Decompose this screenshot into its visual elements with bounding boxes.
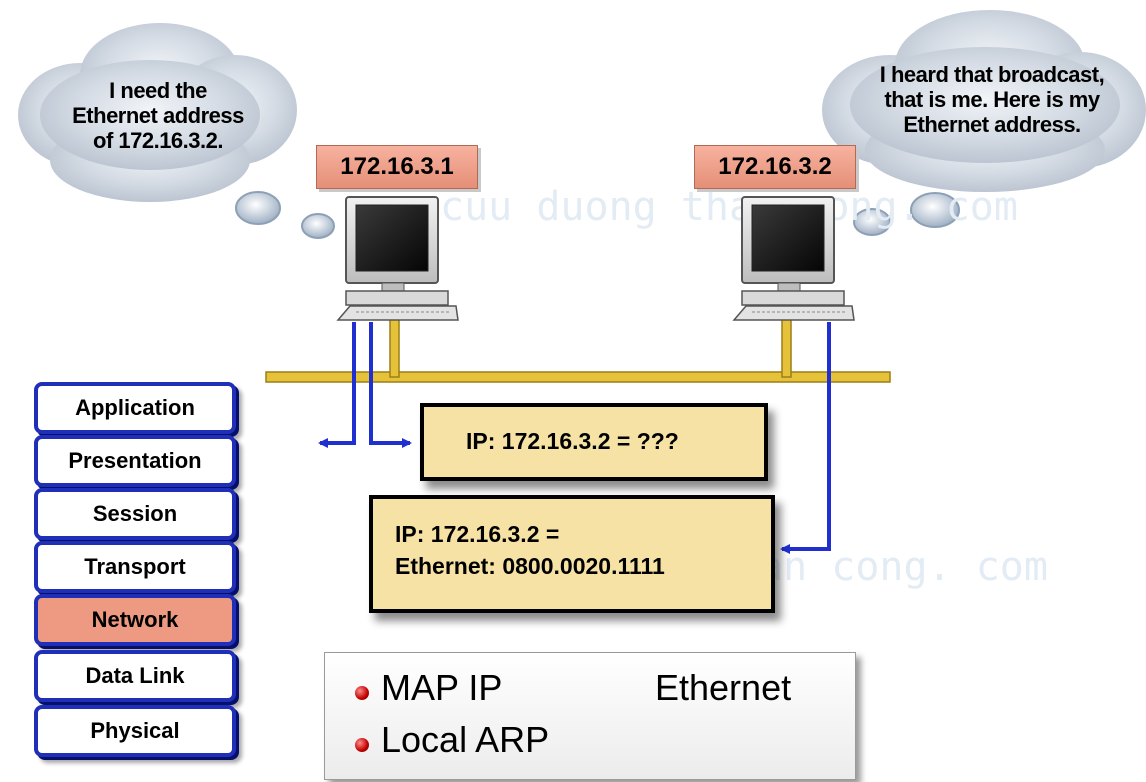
left-cloud-line-2: Ethernet address [72, 103, 244, 128]
reply-arrow-group [780, 322, 831, 554]
left-cloud-text: I need the Ethernet address of 172.16.3.… [40, 78, 276, 153]
left-computer [336, 196, 459, 321]
osi-layer-application: Application [34, 382, 236, 434]
left-cloud-line-3: of 172.16.3.2. [93, 128, 223, 153]
right-cloud-line-3: Ethernet address. [903, 112, 1081, 137]
arp-reply-line-2: Ethernet: 0800.0020.1111 [395, 553, 665, 579]
broadcast-arrow-right [369, 322, 412, 448]
svg-text:cuu duong than cong. com: cuu duong than cong. com [440, 184, 1018, 230]
right-computer [732, 196, 855, 321]
left-thought-puffs [235, 191, 335, 239]
right-thought-puffs [853, 192, 960, 236]
request-arrows [318, 322, 412, 448]
arp-reply-line-1: IP: 172.16.3.2 = [395, 521, 560, 547]
bullet-icon [355, 738, 369, 752]
osi-layer-presentation: Presentation [34, 435, 236, 487]
reply-arrow [780, 322, 831, 554]
legend-item-ethernet: Ethernet [655, 667, 792, 708]
osi-layer-data-link: Data Link [34, 650, 236, 702]
left-speech-cloud [18, 23, 297, 202]
broadcast-arrow-left [318, 322, 356, 448]
bullet-icon [355, 686, 369, 700]
right-speech-cloud [822, 10, 1146, 192]
arp-request-text: IP: 172.16.3.2 = ??? [466, 428, 679, 454]
legend-panel: MAP IP Ethernet Local ARP [324, 652, 856, 780]
right-host-ip-label: 172.16.3.2 [694, 145, 856, 189]
osi-layer-network: Network [34, 594, 236, 646]
left-host-ip-label: 172.16.3.1 [316, 145, 478, 189]
ethernet-bus [265, 314, 891, 383]
osi-layer-transport: Transport [34, 541, 236, 593]
arp-reply-box: IP: 172.16.3.2 = Ethernet: 0800.0020.111… [369, 495, 775, 613]
right-cloud-line-2: that is me. Here is my [884, 87, 1100, 112]
legend-item-local-arp: Local ARP [381, 719, 550, 760]
right-cloud-text: I heard that broadcast, that is me. Here… [842, 62, 1142, 137]
osi-layer-session: Session [34, 488, 236, 540]
right-cloud-line-1: I heard that broadcast, [879, 62, 1105, 87]
legend-item-map-ip: MAP IP [381, 667, 503, 708]
left-cloud-line-1: I need the [109, 78, 207, 103]
osi-layer-physical: Physical [34, 705, 236, 757]
arp-request-box: IP: 172.16.3.2 = ??? [420, 403, 768, 481]
